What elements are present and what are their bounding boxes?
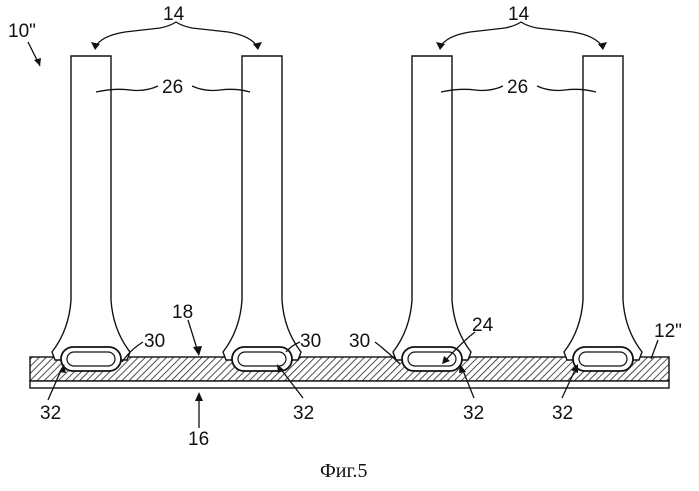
label-joint-3: 32 bbox=[463, 403, 484, 424]
label-joint-2: 32 bbox=[293, 403, 314, 424]
label-bond-2: 30 bbox=[300, 331, 321, 352]
fin-3 bbox=[393, 56, 471, 371]
label-lower-surface: 16 bbox=[188, 429, 209, 450]
fin-2 bbox=[223, 56, 301, 371]
label-fin-body-left: 26 bbox=[162, 77, 183, 98]
label-fin-group-right: 14 bbox=[508, 4, 530, 25]
fin-1 bbox=[52, 56, 130, 371]
figure-caption: Фиг.5 bbox=[320, 460, 367, 482]
label-fin-group-left: 14 bbox=[163, 4, 185, 25]
label-bond-1: 30 bbox=[144, 331, 165, 352]
label-plate: 12" bbox=[654, 321, 682, 342]
label-fin-body-right: 26 bbox=[507, 77, 528, 98]
label-tube: 24 bbox=[472, 315, 494, 336]
label-joint-4: 32 bbox=[552, 403, 573, 424]
label-bond-3: 30 bbox=[349, 331, 370, 352]
label-joint-1: 32 bbox=[40, 403, 61, 424]
label-upper-surface: 18 bbox=[172, 302, 193, 323]
fin-4 bbox=[564, 56, 642, 371]
label-assembly: 10" bbox=[8, 21, 36, 42]
